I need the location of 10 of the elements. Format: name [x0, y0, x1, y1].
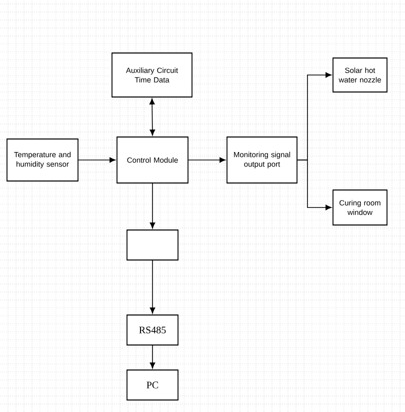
block-box [126, 230, 178, 260]
arrow [297, 160, 332, 210]
process-box: PC [126, 370, 178, 400]
process-box: RS485 [126, 314, 178, 346]
arrow [150, 183, 156, 228]
arrow [150, 260, 156, 314]
arrow [150, 345, 156, 368]
arrow [188, 157, 226, 163]
arrow [149, 98, 156, 136]
arrow [78, 157, 116, 163]
